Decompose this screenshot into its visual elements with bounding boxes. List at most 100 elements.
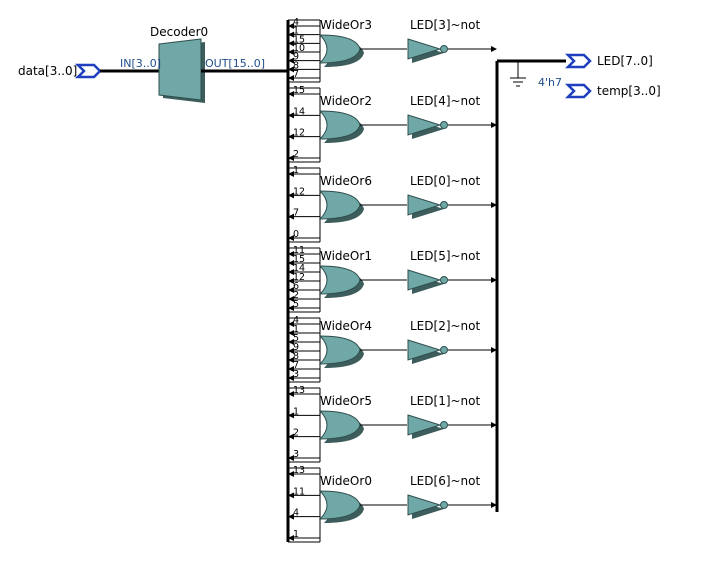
decoder-block[interactable]: Decoder0 IN[3..0] OUT[15..0] [120,25,265,103]
output-pin-led-label: LED[7..0] [597,54,653,68]
output-pin-temp[interactable]: temp[3..0] [564,83,661,99]
input-tap-arrow [288,412,294,419]
not-gate-label: LED[0]~not [410,174,481,188]
output-pin-led-shape [564,53,592,69]
input-tap-arrow [288,66,294,73]
or-gate-label: WideOr5 [320,394,372,408]
not-bubble [440,121,448,129]
input-tap-arrow [288,40,294,47]
input-tap-arrow [288,171,294,177]
not-gate[interactable] [407,414,442,436]
or-gate[interactable] [318,110,361,140]
input-tap-label: 1 [293,529,299,540]
input-tap-arrow [288,91,294,97]
or-gate[interactable] [318,410,361,440]
ground-symbol [510,77,526,87]
input-tap-label: 12 [293,186,305,197]
input-tap-arrow [288,31,294,38]
input-tap-label: 1 [293,406,299,417]
or-gate[interactable] [318,265,361,295]
input-tap-label: 3 [293,369,299,380]
input-tap-arrow [288,375,294,381]
bus-tap-arrow [491,502,497,508]
or-gate[interactable] [318,490,361,520]
not-gate[interactable] [407,38,442,60]
input-tap-label: 4 [293,315,299,326]
input-tap-arrow [288,287,294,293]
input-tap-label: 15 [293,34,305,45]
input-tap-label: 5 [293,299,299,310]
input-tap-arrow [288,235,294,241]
not-bubble [440,346,448,354]
input-tap-arrow [288,433,294,440]
input-tap-arrow [288,492,294,499]
input-tap-label: 1 [293,165,299,176]
input-tap-label: 13 [293,465,305,476]
input-tap-arrow [288,269,294,275]
bus-tap-arrow [491,202,497,208]
input-tap-arrow [288,535,294,541]
input-tap-arrow [288,471,294,477]
not-bubble [440,276,448,284]
not-gate[interactable] [407,494,442,516]
input-tap-label: 15 [293,85,305,96]
or-gate[interactable] [318,190,361,220]
input-tap-label: 6 [293,281,299,292]
not-gate[interactable] [407,194,442,216]
input-tap-arrow [288,305,294,311]
input-tap-arrow [288,366,294,372]
not-gate-label: LED[1]~not [410,394,481,408]
or-gate-label: WideOr1 [320,249,372,263]
input-tap-label: 11 [293,245,305,256]
input-pin-label: data[3..0] [18,64,77,78]
or-gate[interactable] [318,34,361,64]
input-tap-label: 1 [293,26,299,37]
input-tap-label: 15 [293,254,305,265]
or-gate[interactable] [318,335,361,365]
input-tap-arrow [288,296,294,302]
input-pin-data[interactable]: data[3..0] [18,63,102,79]
not-gate-label: LED[2]~not [410,319,481,333]
not-bubble [440,421,448,429]
input-tap-arrow [288,23,294,29]
not-bubble [440,201,448,209]
not-gate-label: LED[3]~not [410,18,481,32]
input-tap-arrow [288,213,294,220]
not-gate[interactable] [407,339,442,361]
decoder-in-port: IN[3..0] [120,57,161,70]
input-tap-label: 2 [293,290,299,301]
or-gate-label: WideOr6 [320,174,372,188]
input-tap-arrow [288,57,294,64]
input-tap-label: 14 [293,106,305,117]
output-pin-led[interactable]: LED[7..0] [564,53,653,69]
not-gate-label: LED[5]~not [410,249,481,263]
not-bubble [440,45,448,53]
input-tap-label: 12 [293,128,305,139]
input-tap-arrow [288,330,294,336]
input-tap-label: 8 [293,351,299,362]
input-tap-arrow [288,155,294,161]
input-tap-arrow [288,75,294,81]
input-tap-arrow [288,391,294,397]
input-tap-label: 13 [293,385,305,396]
input-tap-label: 8 [293,60,299,71]
not-bubble [440,501,448,509]
input-tap-label: 12 [293,272,305,283]
or-gate-label: WideOr0 [320,474,372,488]
input-tap-label: 4 [293,508,299,519]
input-tap-arrow [288,112,294,119]
bus-tap-arrow [491,277,497,283]
or-gate-label: WideOr2 [320,94,372,108]
not-gate[interactable] [407,114,442,136]
not-gate[interactable] [407,269,442,291]
input-pin-shape [74,63,102,79]
decoder-out-port: OUT[15..0] [205,57,265,70]
bus-tap-arrow [491,46,497,52]
input-tap-arrow [288,251,294,257]
